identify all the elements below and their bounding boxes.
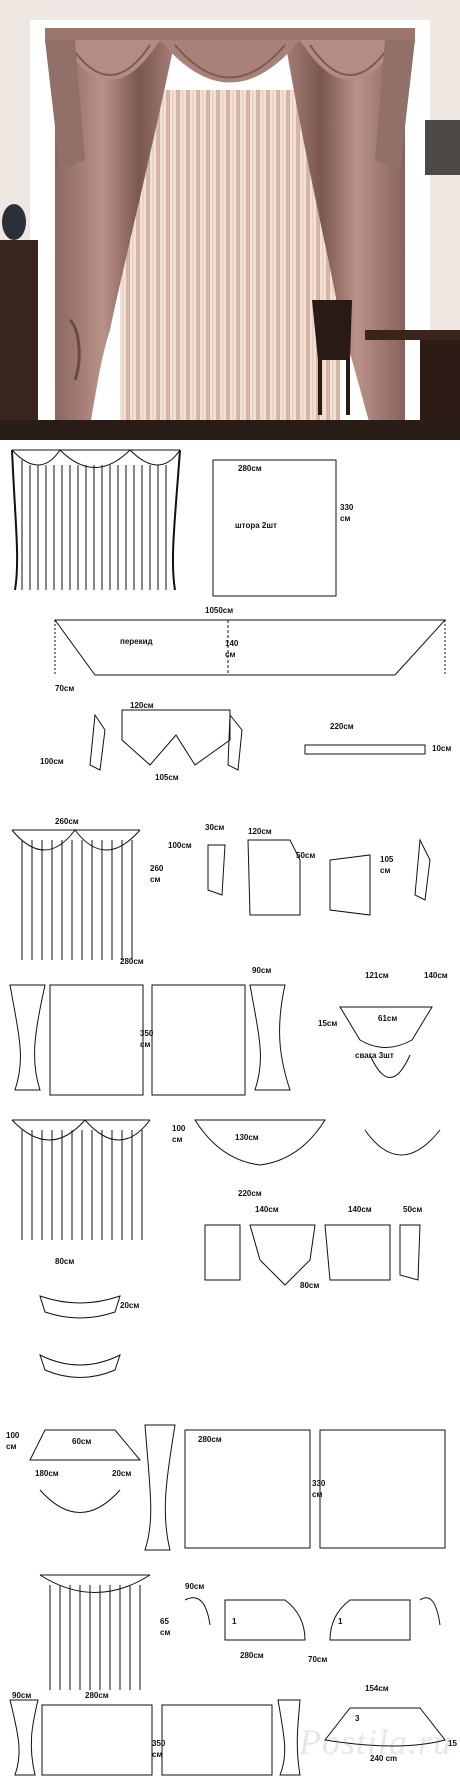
- pattern-sheet: 280см 330 см штора 2шт 1050см перекид 14…: [0, 440, 460, 1781]
- row-5: [9, 984, 433, 1096]
- d6-e: 140см: [348, 1205, 372, 1214]
- d5-a: 121см: [365, 971, 389, 980]
- d9-b: 280см: [85, 1691, 109, 1700]
- floor: [0, 420, 460, 440]
- d6-f: 50см: [403, 1205, 423, 1214]
- d8-a: 90см: [185, 1582, 205, 1591]
- d6-c: 220см: [238, 1189, 262, 1198]
- d6-a-unit: см: [172, 1135, 183, 1144]
- d9-f: 240 cm: [370, 1754, 398, 1763]
- panel-1: [212, 459, 337, 597]
- chair: [312, 300, 352, 415]
- d4-e-unit: см: [380, 866, 391, 875]
- d8-b-unit: см: [160, 1628, 171, 1637]
- d2-height: 140: [225, 639, 239, 648]
- sketch-1: [11, 449, 181, 591]
- d2-width: 1050см: [205, 606, 234, 615]
- d6-a: 100: [172, 1124, 186, 1133]
- d5-text: свага 3шт: [355, 1051, 394, 1060]
- d4-b: 120см: [248, 827, 272, 836]
- d3-strip-h: 10см: [432, 744, 452, 753]
- d4-e: 105: [380, 855, 394, 864]
- d6-g: 80см: [55, 1257, 75, 1266]
- d5-width: 280см: [120, 957, 144, 966]
- dresser: [0, 240, 38, 440]
- d5-d: 15см: [318, 1019, 338, 1028]
- sheer-panel: [120, 90, 340, 420]
- d4-d: 50см: [296, 851, 316, 860]
- d5-side: 90см: [252, 966, 272, 975]
- left-drape: [55, 40, 175, 425]
- watermark: Postila.ru: [298, 1722, 452, 1762]
- d8-c: 1: [232, 1617, 237, 1626]
- d9-height-unit: см: [152, 1750, 163, 1759]
- d4-width: 260см: [55, 817, 79, 826]
- curtain-photo-illustration: [0, 0, 460, 440]
- d8-d: 280см: [240, 1651, 264, 1660]
- d7-height: 330: [312, 1479, 326, 1488]
- d9-d: 3: [355, 1714, 360, 1723]
- curtain-photo: [0, 0, 460, 440]
- row-9: [9, 1699, 446, 1776]
- d5-height-unit: см: [140, 1040, 151, 1049]
- d4-height-unit: см: [150, 875, 161, 884]
- row-6: [11, 1119, 441, 1378]
- d3-top: 120см: [130, 701, 154, 710]
- d1-text: штора 2шт: [235, 521, 277, 530]
- d3-left: 100см: [40, 757, 64, 766]
- row-8: [39, 1574, 441, 1690]
- pattern-drawings: [9, 449, 447, 1776]
- d9-e: 15: [448, 1739, 457, 1748]
- d8-f: 1: [338, 1617, 343, 1626]
- jabot-row-2: [207, 838, 431, 916]
- jabot-row-1: [89, 709, 426, 771]
- d9-c: 154см: [365, 1684, 389, 1693]
- d1-width: 280см: [238, 464, 262, 473]
- desk: [365, 120, 460, 420]
- d7-height-unit: см: [312, 1490, 323, 1499]
- sketch-2: [11, 829, 141, 960]
- d9-a: 90см: [12, 1691, 32, 1700]
- d4-c: 100см: [168, 841, 192, 850]
- throw-piece: [54, 619, 447, 676]
- d9-height: 350: [152, 1739, 166, 1748]
- d4-a: 30см: [205, 823, 225, 832]
- vase: [2, 204, 26, 240]
- row-7: [29, 1424, 446, 1551]
- d5-c: 61см: [378, 1014, 398, 1023]
- d7-a-unit: см: [6, 1442, 17, 1451]
- d8-e: 70см: [308, 1655, 328, 1664]
- d2-side: 70см: [55, 684, 75, 693]
- d7-a: 100: [6, 1431, 20, 1440]
- d2-text: перекид: [120, 637, 153, 646]
- swag-valance: [45, 28, 415, 170]
- d2-height-unit: см: [225, 650, 236, 659]
- d6-i: 20см: [120, 1301, 140, 1310]
- right-drape: [285, 40, 405, 425]
- d3-bottom: 105см: [155, 773, 179, 782]
- d7-b: 60см: [72, 1437, 92, 1446]
- d8-b: 65: [160, 1617, 169, 1626]
- d6-b: 130см: [235, 1133, 259, 1142]
- d6-h: 80см: [300, 1281, 320, 1290]
- d6-d: 140см: [255, 1205, 279, 1214]
- left-tieback: [68, 318, 81, 381]
- d7-d: 20см: [112, 1469, 132, 1478]
- d3-strip: 220см: [330, 722, 354, 731]
- d4-height: 260: [150, 864, 164, 873]
- d7-width: 280см: [198, 1435, 222, 1444]
- d1-height: 330: [340, 503, 354, 512]
- d5-height: 350: [140, 1029, 154, 1038]
- d5-b: 140см: [424, 971, 448, 980]
- d7-c: 180см: [35, 1469, 59, 1478]
- d1-height-unit: см: [340, 514, 351, 523]
